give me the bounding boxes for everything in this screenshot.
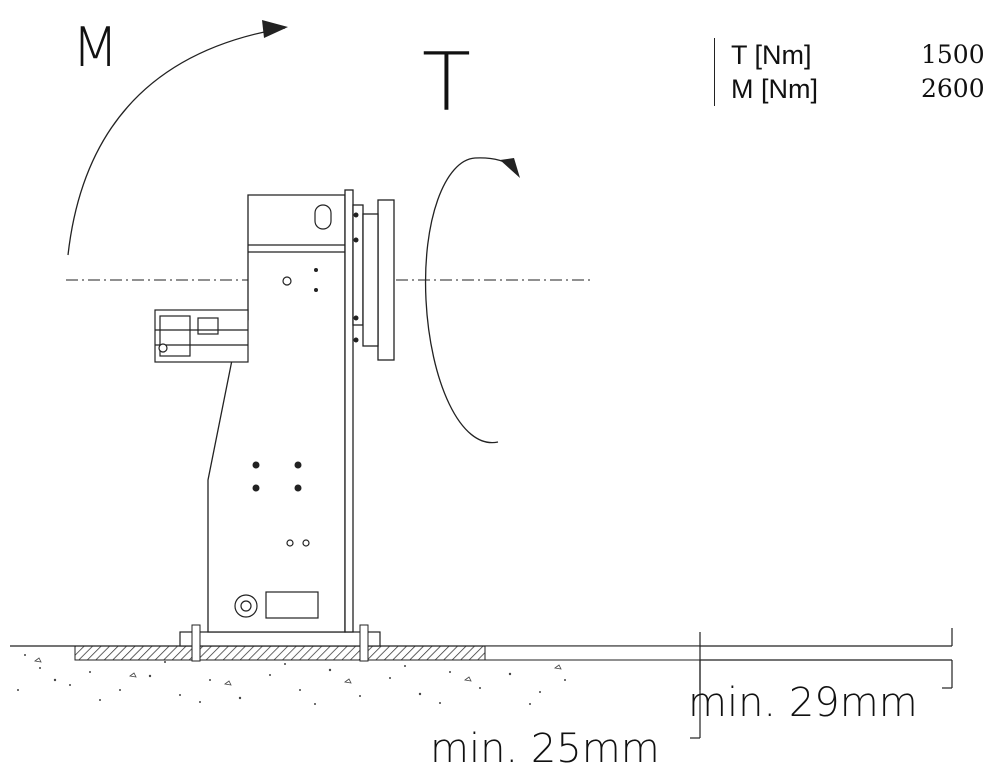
dimension-lines [690, 628, 953, 739]
spec-table: T [Nm] 1500 M [Nm] 2600 [714, 38, 985, 106]
column-details [252, 204, 359, 547]
torque-symbol: T [422, 36, 471, 129]
torque-arrow [424, 157, 520, 444]
dimension-upper-label: min. 29mm [688, 680, 918, 726]
anchor-bolts [191, 624, 369, 662]
moment-symbol: M [72, 16, 119, 79]
moment-arrow [67, 20, 288, 256]
spec-value: 1500 [921, 40, 985, 69]
spec-label: M [Nm] [731, 74, 818, 104]
spec-row-moment: M [Nm] 2600 [731, 72, 985, 106]
spec-label: T [Nm] [731, 40, 812, 70]
positioner-column [207, 189, 395, 633]
drive-motor [154, 309, 249, 363]
spec-row-torque: T [Nm] 1500 [731, 38, 985, 72]
warning-label [234, 591, 319, 619]
base-plate [179, 631, 381, 647]
spec-value: 2600 [921, 74, 985, 103]
foundation [10, 645, 701, 705]
dimension-lower-label: min. 25mm [430, 726, 660, 769]
